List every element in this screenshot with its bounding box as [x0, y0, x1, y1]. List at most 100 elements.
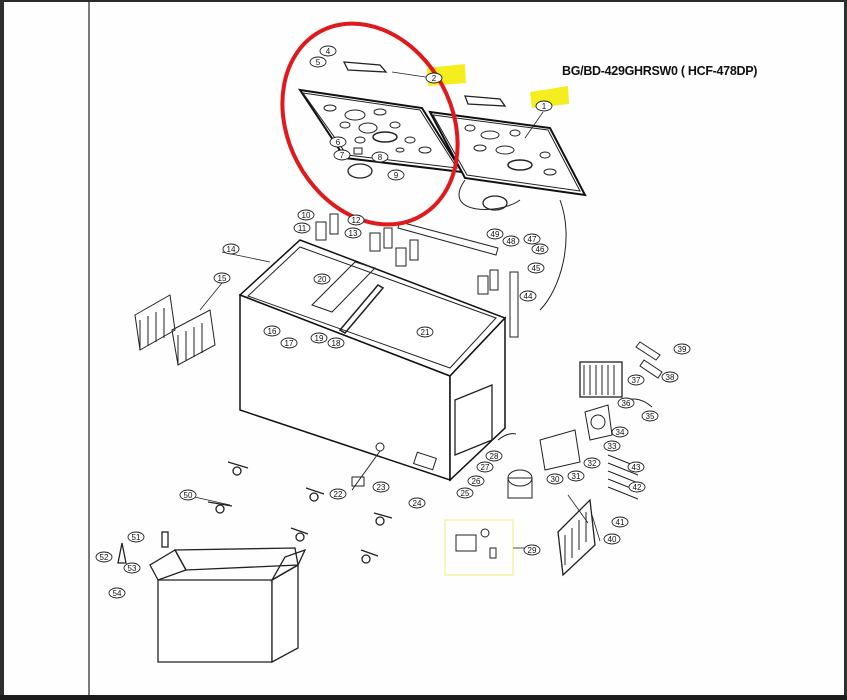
- callout-50: 50: [179, 489, 197, 501]
- callout-number: 25: [461, 489, 470, 498]
- callout-16: 16: [263, 325, 281, 337]
- callout-number: 38: [666, 373, 675, 382]
- callout-bubble: [546, 473, 564, 485]
- callout-number: 8: [378, 153, 383, 162]
- callout-number: 20: [318, 275, 327, 284]
- callout-number: 45: [532, 264, 541, 273]
- lid-right: [428, 95, 587, 311]
- callout-10: 10: [297, 209, 315, 221]
- hinges: [315, 213, 519, 338]
- callout-number: 31: [572, 472, 581, 481]
- callout-41: 41: [611, 516, 629, 528]
- callout-52: 52: [95, 551, 113, 563]
- compressor-assembly: [497, 341, 663, 577]
- callout-17: 17: [280, 337, 298, 349]
- callout-bubble: [661, 371, 679, 383]
- callout-bubble: [329, 136, 347, 148]
- callout-number: 33: [608, 442, 617, 451]
- callout-bubble: [297, 209, 315, 221]
- callout-25: 25: [456, 487, 474, 499]
- callout-bubble: [531, 243, 549, 255]
- callout-number: 4: [326, 47, 331, 56]
- callout-44: 44: [519, 290, 537, 302]
- callout-number: 5: [316, 58, 321, 67]
- callout-bubble: [371, 151, 389, 163]
- callout-bubble: [485, 450, 503, 462]
- callout-bubble: [179, 489, 197, 501]
- callout-number: 43: [632, 463, 641, 472]
- callout-30: 30: [546, 473, 564, 485]
- viewer-right-border: [844, 0, 847, 700]
- callout-number: 47: [528, 235, 537, 244]
- relay-assembly: [444, 519, 514, 576]
- callout-number: 36: [622, 399, 631, 408]
- callout-number: 46: [536, 245, 545, 254]
- callout-number: 52: [100, 553, 109, 562]
- callout-18: 18: [327, 337, 345, 349]
- callout-1: 1: [535, 100, 553, 112]
- callout-number: 16: [268, 327, 277, 336]
- callout-39: 39: [673, 343, 691, 355]
- red-circle-annotation: [280, 21, 460, 227]
- callout-27: 27: [476, 461, 494, 473]
- callout-bubble: [387, 169, 405, 181]
- callout-number: 32: [588, 459, 597, 468]
- callout-number: 15: [218, 274, 227, 283]
- callout-number: 29: [528, 546, 537, 555]
- callout-bubble: [641, 410, 659, 422]
- callout-45: 45: [527, 262, 545, 274]
- callout-bubble: [347, 214, 365, 226]
- callout-11: 11: [293, 222, 311, 234]
- callout-bubble: [611, 516, 629, 528]
- callout-number: 19: [315, 334, 324, 343]
- callout-bubble: [673, 343, 691, 355]
- callout-number: 28: [490, 452, 499, 461]
- callout-51: 51: [127, 531, 145, 543]
- callout-35: 35: [641, 410, 659, 422]
- callout-42: 42: [628, 481, 646, 493]
- callout-bubble: [344, 227, 362, 239]
- callout-43: 43: [627, 461, 645, 473]
- callout-40: 40: [603, 533, 621, 545]
- callout-number: 6: [336, 138, 341, 147]
- callout-number: 49: [491, 230, 500, 239]
- callout-28: 28: [485, 450, 503, 462]
- callout-number: 21: [421, 328, 430, 337]
- callout-9: 9: [387, 169, 405, 181]
- callout-number: 48: [507, 237, 516, 246]
- callout-37: 37: [627, 374, 645, 386]
- callout-bubble: [583, 457, 601, 469]
- callout-number: 53: [128, 564, 137, 573]
- callout-number: 18: [332, 339, 341, 348]
- callout-bubble: [567, 470, 585, 482]
- callout-bubble: [603, 533, 621, 545]
- callout-bubble: [628, 481, 646, 493]
- callout-22: 22: [329, 488, 347, 500]
- callout-number: 40: [608, 535, 617, 544]
- callout-2: 2: [425, 72, 443, 84]
- callout-bubble: [535, 100, 553, 112]
- callout-bubble: [263, 325, 281, 337]
- callout-bubble: [310, 332, 328, 344]
- callout-14: 14: [222, 243, 240, 255]
- callout-bubble: [425, 72, 443, 84]
- callout-number: 50: [184, 491, 193, 500]
- callout-32: 32: [583, 457, 601, 469]
- callout-31: 31: [567, 470, 585, 482]
- callout-bubble: [313, 273, 331, 285]
- callout-number: 54: [113, 589, 122, 598]
- callout-49: 49: [486, 228, 504, 240]
- callout-number: 11: [298, 224, 307, 233]
- callout-bubble: [486, 228, 504, 240]
- callout-number: 26: [472, 477, 481, 486]
- callout-15: 15: [213, 272, 231, 284]
- callout-33: 33: [603, 440, 621, 452]
- callout-bubble: [627, 374, 645, 386]
- callout-bubble: [327, 337, 345, 349]
- callout-bubble: [617, 397, 635, 409]
- callout-bubble: [95, 551, 113, 563]
- callout-12: 12: [347, 214, 365, 226]
- callout-23: 23: [372, 481, 390, 493]
- freezer-cabinet: [238, 239, 507, 491]
- callout-bubble: [476, 461, 494, 473]
